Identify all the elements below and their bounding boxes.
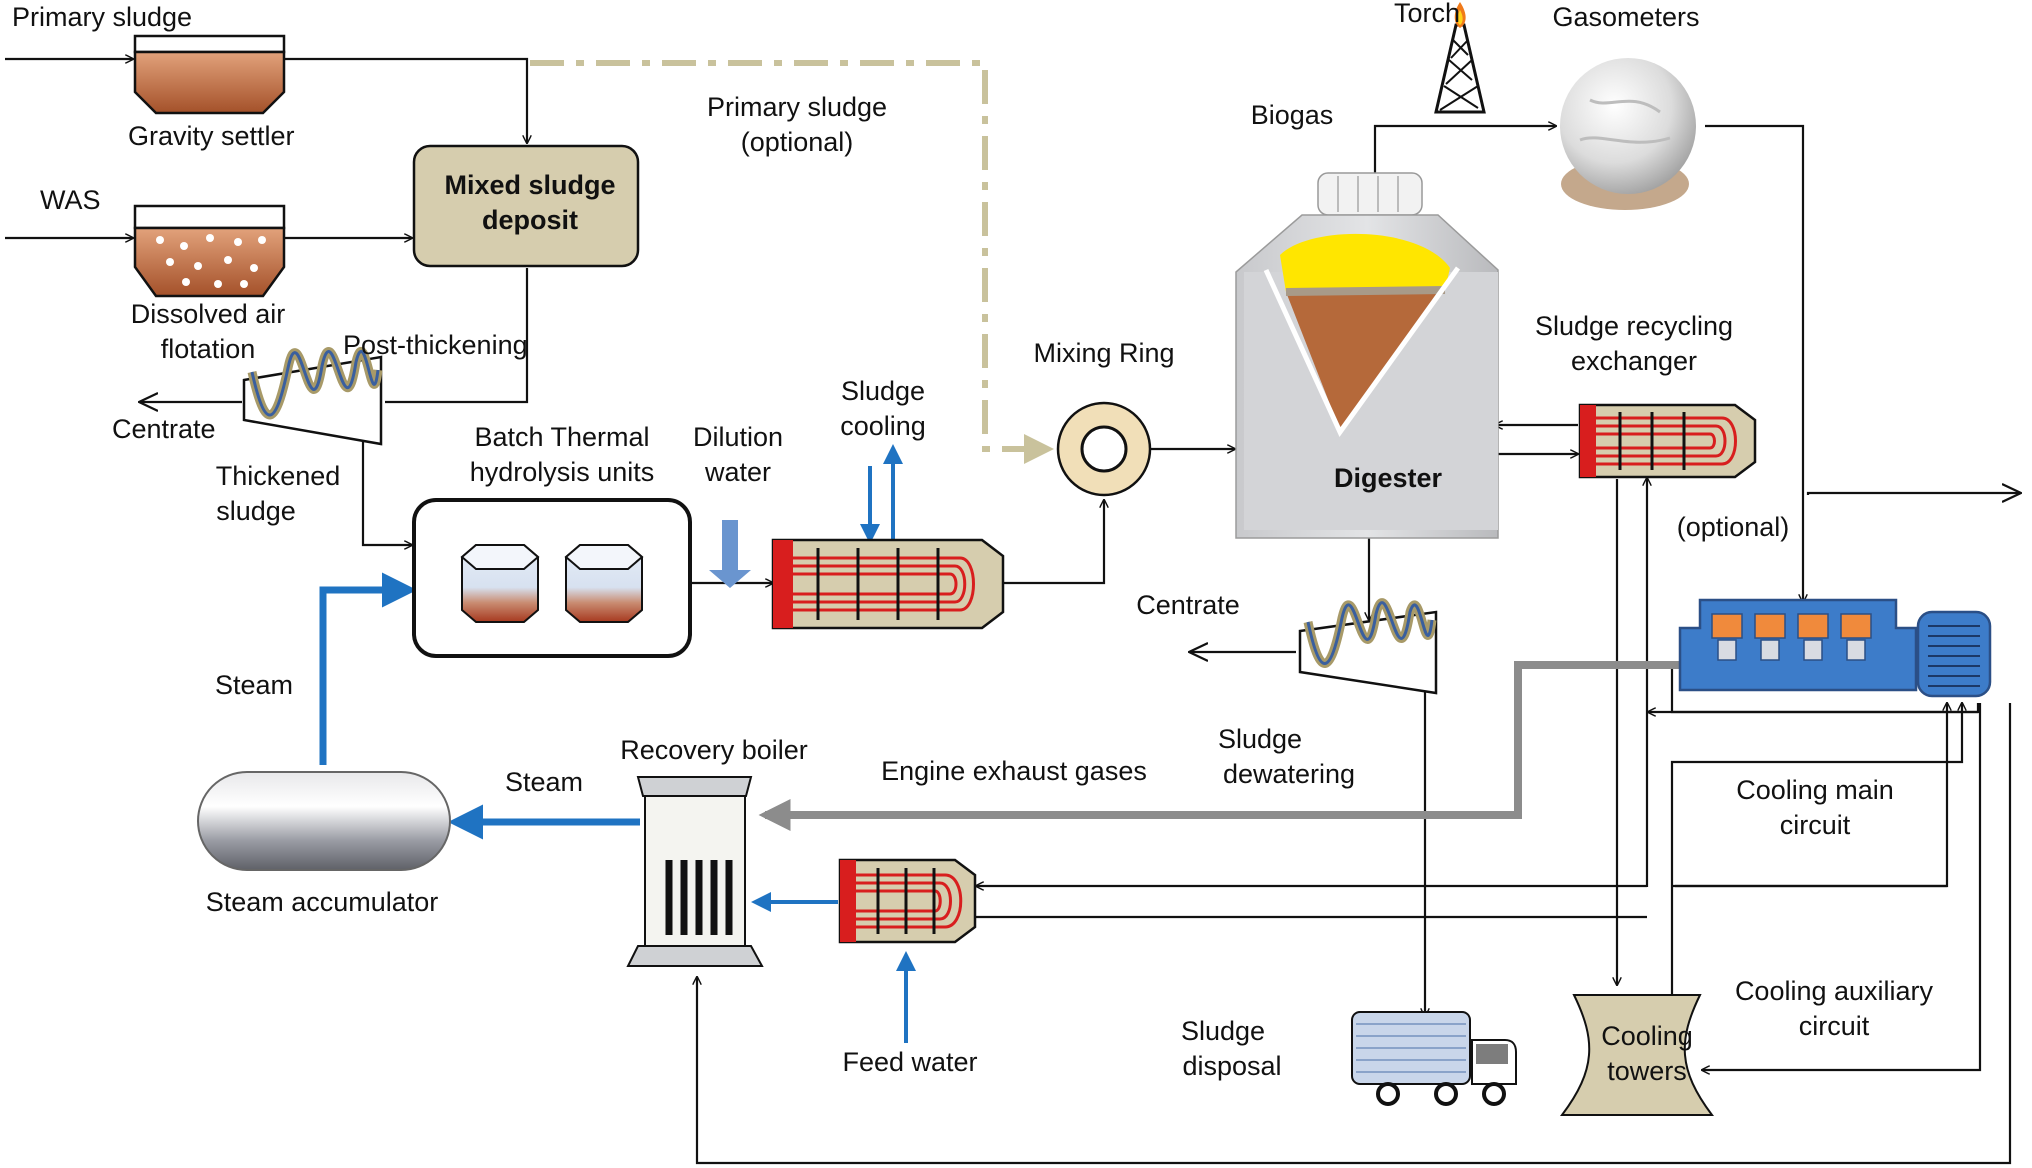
sludge-cooling-exchanger (771, 538, 1005, 630)
engine-exhaust-arrow (758, 661, 1680, 831)
gasometers-label: Gasometers (1552, 2, 1699, 32)
primary-optional-label-2: (optional) (741, 127, 854, 157)
gasometer-to-engine-arrow (1705, 124, 1803, 602)
cooling-main-circuit-arrow (1670, 703, 1962, 1000)
sludge-disposal-truck-icon (1351, 1011, 1517, 1106)
primary-sludge-label: Primary sludge (12, 2, 192, 32)
disposal-label-2: disposal (1182, 1051, 1281, 1081)
torch-icon (1434, 2, 1486, 114)
dilution-label-1: Dilution (693, 422, 783, 452)
exhaust-label: Engine exhaust gases (881, 756, 1147, 786)
steam-accumulator-label: Steam accumulator (206, 887, 439, 917)
post-thickening-label: Post-thickening (343, 330, 528, 360)
torch-label: Torch (1394, 0, 1460, 28)
mixed-sludge-deposit: Mixed sludge deposit (412, 144, 640, 268)
mixed-deposit-label-2: deposit (482, 205, 578, 235)
dewatering-label-2: dewatering (1223, 759, 1355, 789)
dilution-water-arrow (709, 520, 751, 588)
cooling-main-label-2: circuit (1780, 810, 1851, 840)
cooling-towers-label-1: Cooling (1601, 1021, 1693, 1051)
mixing-ring (1056, 401, 1152, 497)
sludge-cooling-label-1: Sludge (841, 376, 925, 406)
post-thickening-screw (242, 347, 383, 446)
sludge-cooling-label-2: cooling (840, 411, 926, 441)
centrate-left-label: Centrate (112, 414, 216, 444)
engine-radiator (1916, 610, 1992, 698)
daf-label-1: Dissolved air (131, 299, 286, 329)
optional-label: (optional) (1677, 512, 1790, 542)
dilution-label-2: water (704, 457, 771, 487)
batch-label-2: hydrolysis units (470, 457, 655, 487)
disposal-label-1: Sludge (1181, 1016, 1265, 1046)
digester-label: Digester (1334, 463, 1443, 493)
sludge-dewatering-screw (1298, 598, 1438, 695)
settler-to-deposit-arrow (285, 57, 527, 143)
steam-to-hydrolysis-arrow (319, 572, 417, 765)
thickened-label-1: Thickened (216, 461, 341, 491)
gasometer (1560, 58, 1696, 210)
daf-label-2: flotation (161, 334, 256, 364)
cooling-towers: Cooling towers (1559, 994, 1715, 1116)
deposit-to-thickener-line (385, 268, 529, 404)
cooling-main-label-1: Cooling main (1736, 775, 1894, 805)
mixing-ring-label: Mixing Ring (1033, 338, 1174, 368)
was-label: WAS (40, 185, 101, 215)
process-lines (5, 57, 2020, 1165)
cooling-aux-label-2: circuit (1799, 1011, 1870, 1041)
steam-left-label: Steam (505, 767, 583, 797)
optional-outlet-arrow (1806, 493, 2020, 495)
cooling-auxiliary-circuit-arrow (1702, 703, 1982, 1070)
recycling-label-2: exchanger (1571, 346, 1697, 376)
gravity-settler (133, 34, 286, 115)
feed-water-label: Feed water (842, 1047, 977, 1077)
return-to-boiler-arrow (697, 703, 2012, 1165)
chp-engine (1678, 598, 1992, 698)
thickened-sludge-arrow (361, 435, 412, 545)
hydrolysis-reactor-2 (564, 544, 644, 623)
biogas-arrow (1373, 126, 1556, 175)
centrate-mid-label: Centrate (1136, 590, 1240, 620)
cooling-towers-label-2: towers (1607, 1056, 1687, 1086)
thickened-label-2: sludge (216, 496, 296, 526)
feedwater-heat-exchanger (838, 858, 977, 944)
biogas-label: Biogas (1251, 100, 1334, 130)
primary-sludge-optional-line (530, 60, 1054, 464)
steam-up-label: Steam (215, 670, 293, 700)
recovery-boiler-label: Recovery boiler (620, 735, 808, 765)
dissolved-air-flotation-unit (133, 204, 286, 298)
recovery-boiler (626, 776, 764, 967)
steam-accumulator (197, 771, 451, 871)
primary-optional-label-1: Primary sludge (707, 92, 887, 122)
digester: Digester (1235, 172, 1499, 539)
batch-thermal-hydrolysis-units (412, 498, 692, 658)
gravity-settler-label: Gravity settler (128, 121, 295, 151)
mixed-deposit-label-1: Mixed sludge (444, 170, 615, 200)
batch-label-1: Batch Thermal (474, 422, 649, 452)
recycling-label-1: Sludge recycling (1535, 311, 1733, 341)
hydrolysis-reactor-1 (460, 544, 540, 623)
cooling-aux-label-1: Cooling auxiliary (1735, 976, 1934, 1006)
cooler-to-mixing-ring-arrow (1003, 500, 1104, 585)
dewatering-label-1: Sludge (1218, 724, 1302, 754)
labels: Primary sludge Gravity settler WAS Disso… (12, 0, 1934, 1081)
sludge-recycling-exchanger (1578, 403, 1757, 479)
